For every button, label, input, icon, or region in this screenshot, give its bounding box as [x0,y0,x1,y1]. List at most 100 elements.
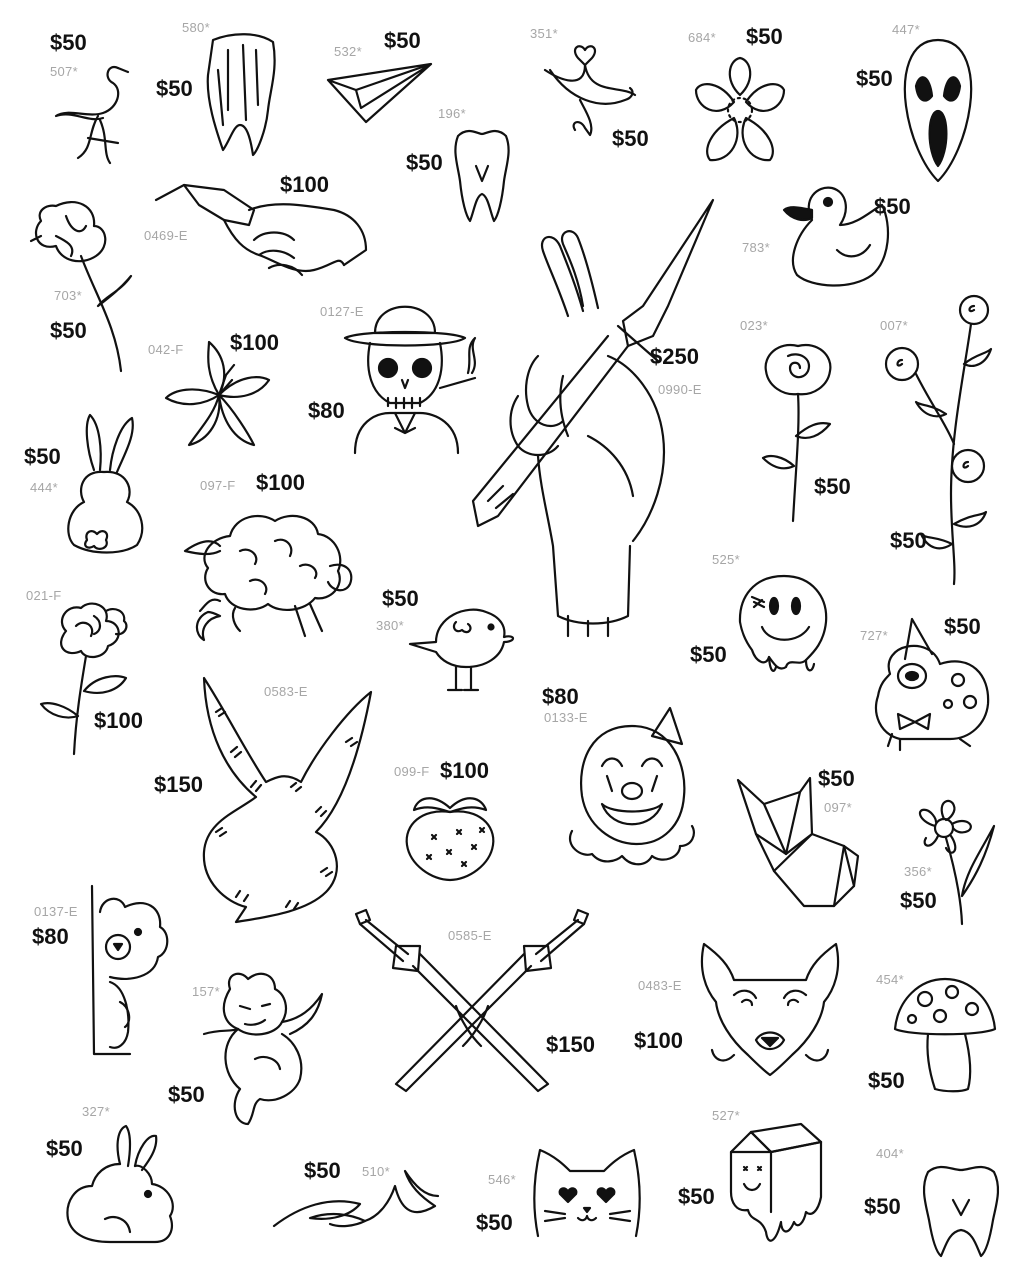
sitting-bunny-icon [66,1124,174,1244]
flash-price: $50 [50,30,87,55]
flash-price: $50 [156,76,193,101]
melting-cube-icon [729,1122,823,1242]
heart-swirl-icon [543,45,637,137]
strawberry-icon [405,797,495,882]
flash-code: 097-F [200,478,236,493]
flash-price: $50 [406,150,443,175]
flash-code: 783* [742,240,770,255]
flash-code: 510* [362,1164,390,1179]
flash-code: 0133-E [544,710,588,725]
flash-code: 157* [192,984,220,999]
paper-plane-icon [326,62,433,124]
flash-price: $50 [476,1210,513,1235]
flash-code: 527* [712,1108,740,1123]
teddy-bear-icon [90,884,169,1056]
flash-price: $50 [50,318,87,343]
flash-code: 042-F [148,342,184,357]
melting-smiley-icon [738,574,828,672]
bunny-back-icon [67,413,144,554]
flash-price: $50 [678,1184,715,1209]
flash-code: 454* [876,972,904,987]
flash-price: $50 [900,888,937,913]
sheep-moon-icon [183,514,353,642]
fox-head-icon [700,942,840,1077]
flash-price: $50 [864,1194,901,1219]
flash-code: 404* [876,1146,904,1161]
flash-code: 196* [438,106,466,121]
handshake-icon [154,183,368,277]
lily-icon [164,340,271,447]
flash-code: 0583-E [264,684,308,699]
molar-tooth-icon [206,33,276,157]
flash-price: $50 [856,66,893,91]
flash-code: 703* [54,288,82,303]
flash-price: $80 [542,684,579,709]
flash-code: 0127-E [320,304,364,319]
flash-price: $50 [612,126,649,151]
frog-party-hat-icon [874,617,990,752]
flash-code: 447* [892,22,920,37]
flash-price: $100 [440,758,489,783]
flash-price: $50 [304,1158,341,1183]
crossed-daggers-icon [354,908,590,1093]
daisy-icon [918,799,996,926]
flash-price: $50 [814,474,851,499]
flash-code: 327* [82,1104,110,1119]
flash-code: 0585-E [448,928,492,943]
flash-price: $150 [154,772,203,797]
flash-price: $50 [46,1136,83,1161]
flash-code: 684* [688,30,716,45]
flash-price: $50 [384,28,421,53]
tooth-icon [922,1165,1000,1258]
flash-code: 0137-E [34,904,78,919]
cherry-blossom-icon [694,56,786,162]
flash-price: $50 [890,528,927,553]
flash-code: 021-F [26,588,62,603]
heron-icon [54,65,130,165]
flash-price: $100 [256,470,305,495]
flash-code: 007* [880,318,908,333]
flash-code: 580* [182,20,210,35]
barbed-wire-bunny-icon [202,676,373,924]
flash-price: $100 [230,330,279,355]
heart-eyes-cat-icon [533,1148,641,1238]
flash-code: 525* [712,552,740,567]
flash-code: 444* [30,480,58,495]
imp-icon [202,972,324,1126]
flash-price: $50 [382,586,419,611]
mushroom-icon [893,977,997,1093]
flash-code: 380* [376,618,404,633]
flash-price: $50 [746,24,783,49]
ghostface-mask-icon [903,38,973,183]
swoosh-leaf-icon [272,1169,440,1228]
flash-code: 097* [824,800,852,815]
poppy-flower-icon [29,201,133,373]
flash-price: $50 [874,194,911,219]
bird-icon [408,608,515,692]
flash-price: $50 [168,1082,205,1107]
tooth-icon [454,129,510,223]
flash-price: $100 [280,172,329,197]
flash-code: 099-F [394,764,430,779]
flash-price: $250 [650,344,699,369]
geometric-cat-icon [736,776,860,908]
rubber-duck-icon [782,186,889,287]
flash-code: 023* [740,318,768,333]
flash-price: $100 [94,708,143,733]
flash-code: 507* [50,64,78,79]
flash-price: $80 [32,924,69,949]
skeleton-bowler-hat-icon [343,305,477,455]
flash-code: 532* [334,44,362,59]
clown-face-icon [569,706,696,866]
bouquet-icon [39,602,128,756]
flash-code: 0483-E [638,978,682,993]
flash-code: 727* [860,628,888,643]
flash-price: $50 [944,614,981,639]
flash-code: 0990-E [658,382,702,397]
flash-price: $150 [546,1032,595,1057]
flash-price: $50 [24,444,61,469]
flash-code: 0469-E [144,228,188,243]
rose-icon [761,343,832,523]
flash-price: $80 [308,398,345,423]
